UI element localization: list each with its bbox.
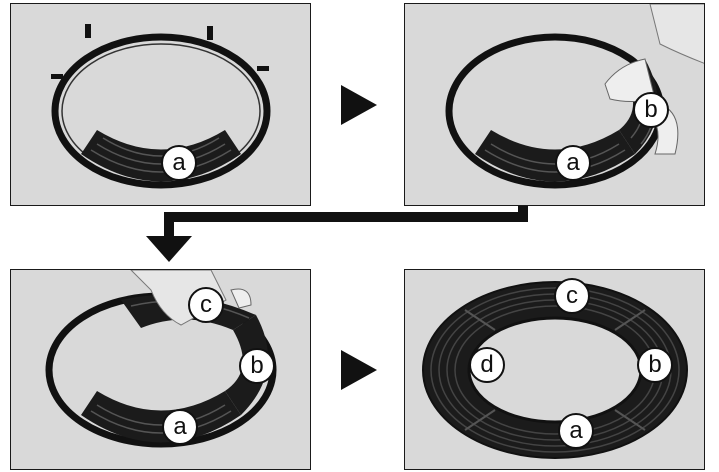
step-3-panel: a b c xyxy=(10,269,311,470)
segment-label: b xyxy=(633,92,669,128)
segment-label: d xyxy=(469,347,505,383)
segment-label: c xyxy=(188,287,224,323)
segment-label: a xyxy=(161,145,197,181)
next-arrow-icon xyxy=(341,85,377,125)
segment-label: b xyxy=(239,348,275,384)
step-2-panel: a b xyxy=(404,3,705,206)
segment-label: a xyxy=(162,409,198,445)
segment-label: a xyxy=(555,145,591,181)
segment-label: c xyxy=(554,278,590,314)
ring-frame-illustration xyxy=(445,4,704,189)
ring-frame-illustration xyxy=(51,24,271,189)
segment-label: b xyxy=(637,347,673,383)
hand-icon xyxy=(604,4,704,155)
next-arrow-icon xyxy=(341,350,377,390)
segment-label: a xyxy=(558,413,594,449)
step-4-panel: a b c d xyxy=(404,269,705,470)
step-1-panel: a xyxy=(10,3,311,206)
